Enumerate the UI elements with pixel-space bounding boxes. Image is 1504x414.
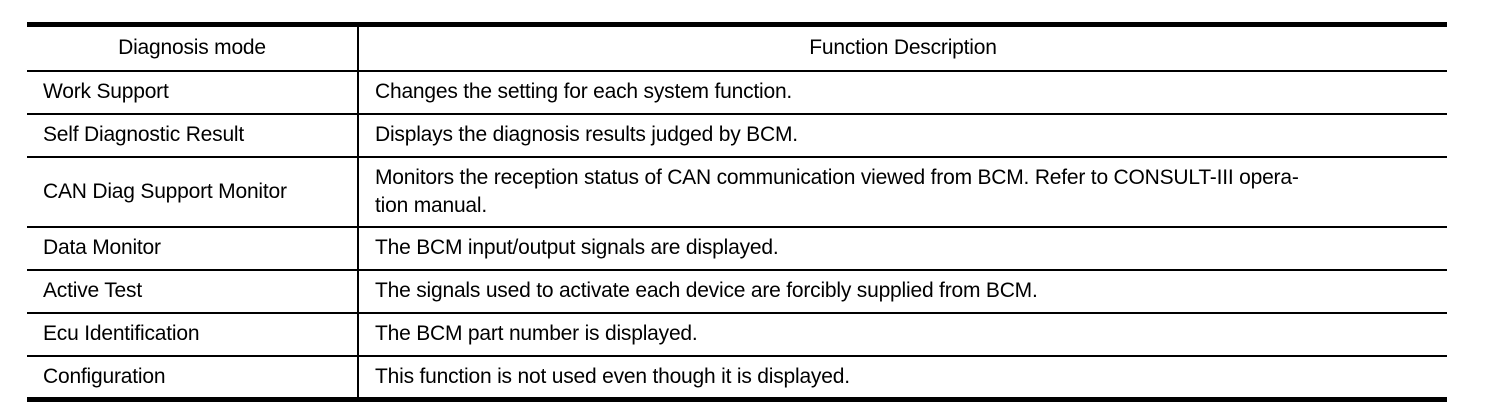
header-row: Diagnosis mode Function Description: [27, 24, 1447, 72]
diagnosis-mode-label: Self Diagnostic Result: [43, 123, 245, 146]
diagnosis-mode-label: Ecu Identification: [43, 322, 200, 345]
table-row: CAN Diag Support Monitor Monitors the rec…: [27, 156, 1447, 228]
header-cell-diagnosis-mode: Diagnosis mode: [27, 24, 359, 72]
diagnosis-mode-table: Diagnosis mode Function Description Work…: [27, 22, 1447, 402]
diagnosis-mode-cell: Configuration: [27, 355, 359, 400]
function-description-line: This function is not used even though it…: [375, 364, 850, 388]
diagnosis-mode-label: Active Test: [43, 279, 142, 302]
function-description-line: Changes the setting for each system func…: [375, 80, 793, 103]
function-description-cell: The signals used to activate each device…: [358, 269, 1447, 314]
diagnosis-mode-cell: Work Support: [27, 70, 359, 115]
diagnosis-mode-cell: Data Monitor: [27, 226, 359, 271]
table-row: Configuration This function is not used e…: [27, 355, 1447, 400]
function-description-line: The BCM input/output signals are display…: [375, 236, 779, 259]
diagnosis-mode-label: Data Monitor: [43, 236, 161, 259]
table-row: Ecu Identification The BCM part number is…: [27, 312, 1447, 357]
diagnosis-table-container: Diagnosis mode Function Description Work…: [27, 22, 1447, 402]
function-description-line: Displays the diagnosis results judged by…: [375, 123, 798, 146]
diagnosis-mode-cell: Ecu Identification: [27, 312, 359, 357]
function-description-cell: The BCM input/output signals are display…: [358, 226, 1447, 271]
function-description-line: The signals used to activate each device…: [375, 279, 1038, 302]
table-row: Active Test The signals used to activate …: [27, 269, 1447, 314]
diagnosis-mode-label: CAN Diag Support Monitor: [43, 179, 287, 203]
table-header: Diagnosis mode Function Description: [27, 24, 1447, 72]
function-description-cell: Changes the setting for each system func…: [358, 70, 1447, 115]
function-description-line: tion manual.: [375, 193, 488, 217]
table-row: Data Monitor The BCM input/output signals…: [27, 226, 1447, 271]
table-body: Work Support Changes the setting for each…: [27, 70, 1447, 400]
function-description-cell: Displays the diagnosis results judged by…: [358, 113, 1447, 158]
header-cell-function-description: Function Description: [358, 24, 1447, 72]
table-row: Work Support Changes the setting for each…: [27, 70, 1447, 115]
diagnosis-mode-label: Configuration: [43, 364, 166, 388]
function-description-cell: This function is not used even though it…: [358, 355, 1447, 400]
diagnosis-mode-cell: Active Test: [27, 269, 359, 314]
function-description-line: The BCM part number is displayed.: [375, 322, 698, 345]
function-description-cell: The BCM part number is displayed.: [358, 312, 1447, 357]
diagnosis-mode-cell: Self Diagnostic Result: [27, 113, 359, 158]
diagnosis-mode-cell: CAN Diag Support Monitor: [27, 156, 359, 228]
diagnosis-mode-label: Work Support: [43, 80, 169, 103]
table-row: Self Diagnostic Result Displays the diagn…: [27, 113, 1447, 158]
function-description-line: Monitors the reception status of CAN com…: [375, 165, 1299, 189]
function-description-cell: Monitors the reception status of CAN com…: [358, 156, 1447, 228]
